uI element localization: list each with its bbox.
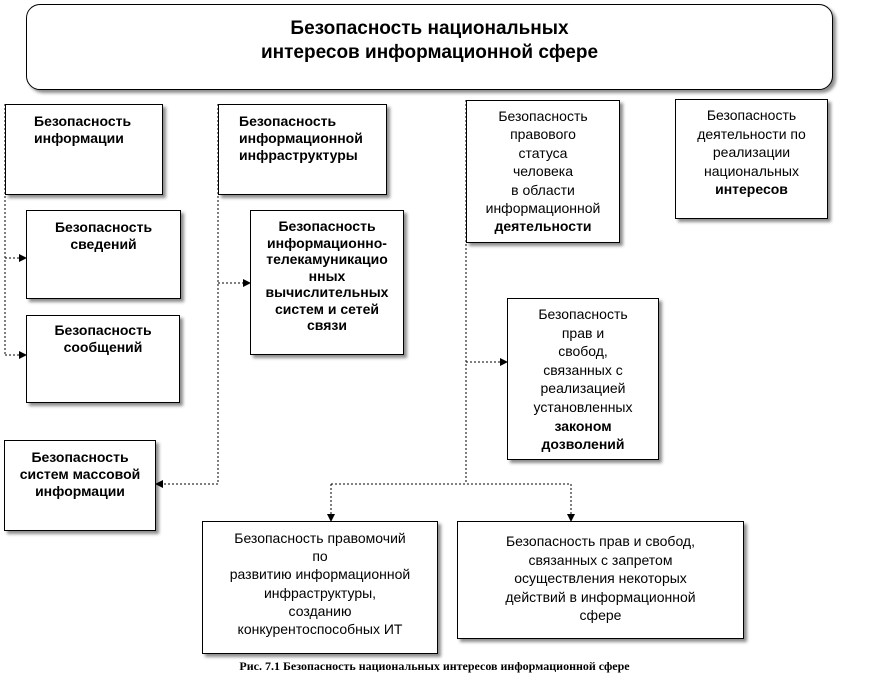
node-label-line: свобод,	[558, 343, 608, 360]
node-label-line: человека	[512, 163, 573, 180]
node-label-line: Безопасность	[706, 107, 797, 123]
node-label-line: сведений	[70, 236, 137, 252]
node-label-line: деятельности по	[697, 125, 806, 142]
node-label-line: дозволений	[541, 436, 625, 453]
node-legal-status-security: Безопасность правового статуса человека …	[466, 100, 620, 243]
node-itks-security: Безопасность информационно- телекамуника…	[250, 210, 404, 355]
node-label-line: статуса	[518, 144, 568, 161]
node-label-line: систем и сетей	[274, 300, 379, 317]
node-label-line: прав и	[561, 324, 605, 341]
node-label-line: информационной	[485, 200, 601, 217]
node-label-line: инфраструктуры	[239, 147, 358, 163]
node-label-line: реализацией	[540, 380, 626, 397]
node-activity-security: Безопасность деятельности по реализации …	[675, 99, 828, 219]
node-label-line: Безопасность	[538, 306, 628, 322]
node-label-line: Безопасность	[239, 113, 337, 129]
node-label-line: Безопасность	[34, 113, 132, 129]
node-label-line: национальных	[704, 162, 799, 179]
node-label-line: информации	[35, 483, 125, 499]
node-label-line: инфраструктуры,	[263, 584, 377, 601]
node-label-line: конкурентоспособных ИТ	[237, 621, 403, 638]
node-label-line: по	[312, 548, 328, 565]
node-label-line: связи	[307, 317, 347, 333]
node-label-line: правового	[510, 126, 576, 143]
node-label-line: связанных с	[543, 361, 623, 378]
node-label-line: Безопасность прав и свобод,	[505, 533, 695, 549]
node-label-line: в области	[511, 181, 575, 198]
node-prohibition-rights-security: Безопасность прав и свобод, связанных с …	[457, 521, 744, 639]
node-label-line: вычислительных	[265, 284, 389, 300]
node-label-line: деятельности	[494, 218, 592, 235]
node-label-line: сфере	[579, 607, 622, 624]
node-label-line: Безопасность	[54, 219, 153, 235]
node-label-line: Безопасность	[498, 108, 588, 124]
node-mass-media-security: Безопасность систем массовой информации	[4, 440, 156, 531]
node-label-line: Безопасность	[31, 449, 129, 465]
node-label-line: интересов	[715, 181, 788, 198]
node-label-line: сообщений	[63, 339, 143, 355]
node-rights-freedoms-security: Безопасность прав и свобод, связанных с …	[507, 298, 659, 460]
node-info-security: Безопасность информации	[5, 104, 163, 195]
node-label-line: развитию информационной	[229, 566, 411, 583]
node-label-line: реализации	[712, 144, 791, 161]
title-line-1: Безопасность национальных	[290, 18, 569, 39]
node-label-line: созданию	[288, 602, 352, 619]
node-soobscheniy-security: Безопасность сообщений	[26, 315, 180, 403]
figure-caption: Рис. 7.1 Безопасность национальных интер…	[239, 659, 630, 673]
node-label-line: установленных	[533, 398, 633, 415]
node-label-line: нных	[308, 267, 346, 284]
node-infrastructure-security: Безопасность информационной инфраструкту…	[218, 104, 387, 195]
node-label-line: систем массовой	[19, 466, 141, 482]
node-svedeniy-security: Безопасность сведений	[26, 210, 181, 299]
node-label-line: законом	[554, 417, 612, 434]
node-competence-security: Безопасность правомочий по развитию инфо…	[202, 521, 438, 654]
node-label-line: осуществления некоторых	[514, 570, 687, 587]
node-label-line: информации	[34, 130, 124, 146]
node-label-line: телекамуникацио	[266, 251, 388, 267]
node-label-line: связанных с запретом	[528, 551, 673, 568]
node-label-line: информационной	[239, 130, 363, 146]
title-line-2: интересов информационной сфере	[260, 42, 599, 63]
node-label-line: информационно-	[267, 234, 387, 251]
root-node-title: Безопасность национальных интересов инфо…	[26, 4, 833, 90]
node-label-line: Безопасность	[278, 218, 376, 234]
node-label-line: действий в информационной	[505, 588, 696, 605]
node-label-line: Безопасность правомочий	[234, 530, 406, 546]
node-label-line: Безопасность	[54, 322, 152, 338]
